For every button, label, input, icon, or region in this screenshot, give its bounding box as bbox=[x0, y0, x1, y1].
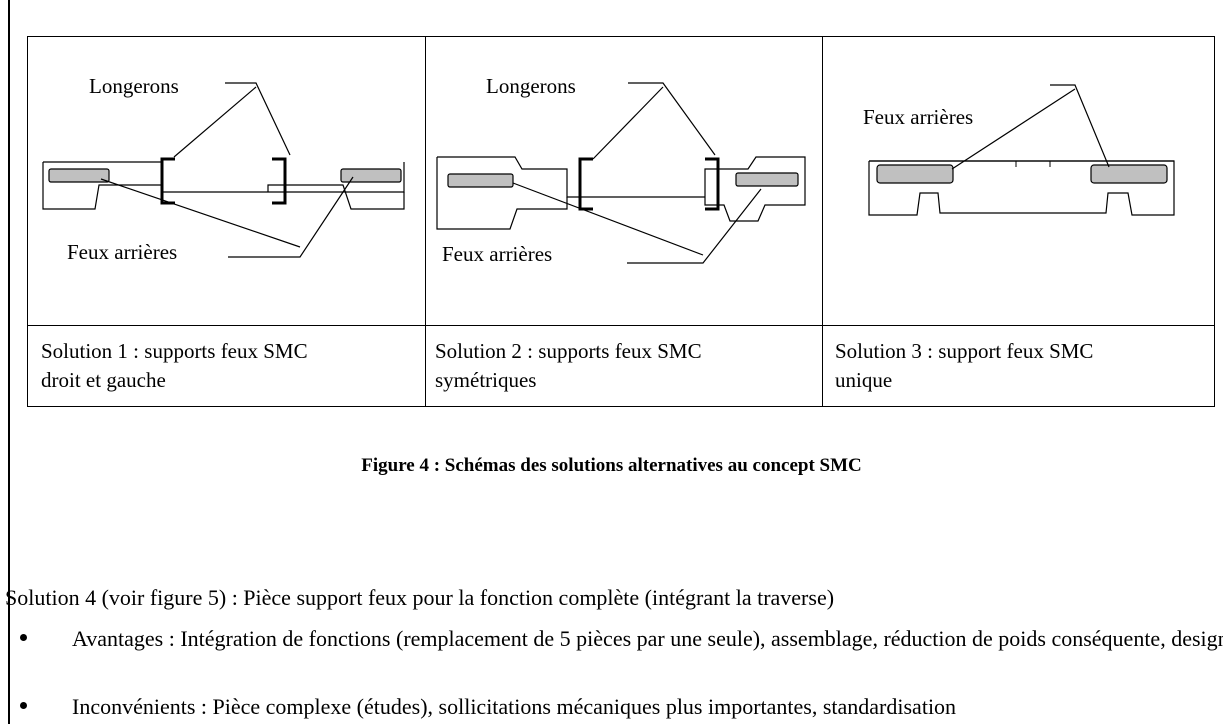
feux-arrieres-label: Feux arrières bbox=[442, 242, 553, 266]
feux-arrieres-label: Feux arrières bbox=[863, 105, 974, 129]
solution-1-caption-cell: Solution 1 : supports feux SMC droit et … bbox=[28, 325, 425, 408]
solution-2-caption-line1: Solution 2 : supports feux SMC bbox=[435, 339, 702, 363]
longerons-label: Longerons bbox=[89, 74, 179, 98]
row-separator bbox=[28, 325, 1214, 326]
feux-arrieres-label: Feux arrières bbox=[67, 240, 178, 264]
solution-2-caption-line2: symétriques bbox=[435, 368, 537, 392]
bullet-text: Inconvénients : Pièce complexe (études),… bbox=[72, 694, 957, 719]
longerons-label: Longerons bbox=[486, 74, 576, 98]
solution-1-diagram: Longerons Feux arrières bbox=[28, 37, 425, 325]
solution-3-caption-line2: unique bbox=[835, 368, 893, 392]
solution-1-schema bbox=[42, 82, 405, 258]
solution-3-caption-cell: Solution 3 : support feux SMC unique bbox=[822, 325, 1216, 408]
solution-4-paragraph: Solution 4 (voir figure 5) : Pièce suppo… bbox=[5, 585, 835, 610]
solution-2-diagram: Longerons Feux arrières bbox=[425, 37, 822, 325]
solution-3-caption-line1: Solution 3 : support feux SMC bbox=[835, 339, 1094, 363]
bullet-icon bbox=[20, 702, 27, 709]
solution-1-caption-line2: droit et gauche bbox=[41, 368, 166, 392]
solution-2-caption-cell: Solution 2 : supports feux SMC symétriqu… bbox=[425, 325, 822, 408]
figure-4-table: Longerons Feux arrières Solution 1 : sup… bbox=[27, 36, 1215, 407]
solution-3-schema bbox=[868, 84, 1175, 216]
column-separator bbox=[425, 37, 426, 406]
figure-caption: Figure 4 : Schémas des solutions alterna… bbox=[361, 455, 862, 476]
solution-3-diagram: Feux arrières bbox=[822, 37, 1216, 325]
bullet-icon bbox=[20, 634, 27, 641]
solution-2-schema bbox=[436, 82, 806, 264]
column-separator bbox=[822, 37, 823, 406]
solution-1-caption-line1: Solution 1 : supports feux SMC bbox=[41, 339, 308, 363]
bullet-text: Avantages : Intégration de fonctions (re… bbox=[72, 626, 1223, 651]
left-margin-line bbox=[8, 0, 10, 724]
